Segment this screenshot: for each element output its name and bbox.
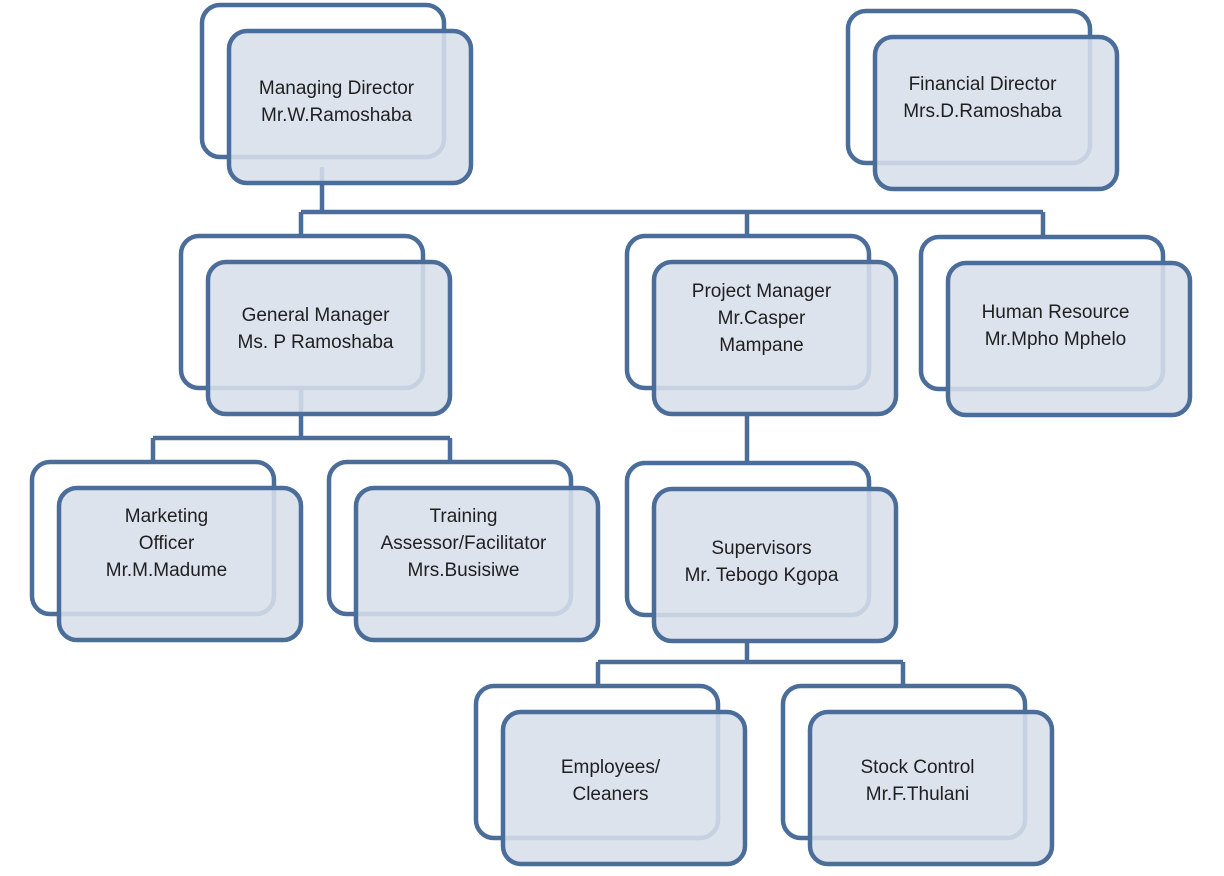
financial-director-card <box>872 34 1120 192</box>
stock-control-line-1: Stock Control <box>860 757 975 778</box>
training-assessor-line-1: Training <box>429 505 498 527</box>
human-resource-card <box>945 260 1193 418</box>
training-assessor-card <box>353 485 601 643</box>
project-manager-card <box>651 259 899 417</box>
financial-director-line-1: Financial Director <box>908 74 1057 95</box>
employees-label: Employees/Cleaners <box>476 692 745 870</box>
employees-line-1: Employees/ <box>560 757 661 778</box>
human-resource-line-2: Mr.Mpho Mphelo <box>984 329 1127 350</box>
supervisors-line-1: Supervisors <box>711 538 812 559</box>
marketing-officer-line-1: Marketing <box>124 505 209 527</box>
employees-card <box>500 709 748 867</box>
general-manager-line-2: Ms. P Ramoshaba <box>237 332 394 353</box>
financial-director-line-2: Mrs.D.Ramoshaba <box>903 101 1062 122</box>
managing-director-line-1: Managing Director <box>258 78 415 99</box>
project-manager-line-1: Project Manager <box>691 280 832 302</box>
stock-control-line-2: Mr.F.Thulani <box>865 784 970 805</box>
human-resource-line-1: Human Resource <box>981 302 1130 323</box>
managing-director-card <box>226 28 474 186</box>
training-assessor-line-2: Assessor/Facilitator <box>380 532 547 554</box>
supervisors-card <box>651 486 899 644</box>
connector-managing-director-to-row-2 <box>298 167 1046 237</box>
general-manager-card <box>205 259 453 417</box>
employees-line-2: Cleaners <box>572 784 649 805</box>
supervisors-line-2: Mr. Tebogo Kgopa <box>684 565 839 586</box>
project-manager-line-3: Mampane <box>719 334 804 356</box>
training-assessor-line-3: Mrs.Busisiwe <box>407 559 520 581</box>
marketing-officer-line-3: Mr.M.Madume <box>105 559 228 581</box>
connector-supervisors-to-row-4 <box>595 641 906 686</box>
project-manager-line-2: Mr.Casper <box>717 307 806 329</box>
general-manager-line-1: General Manager <box>241 305 390 326</box>
marketing-officer-card <box>56 485 304 643</box>
stock-control-card <box>807 709 1055 867</box>
marketing-officer-line-2: Officer <box>138 532 195 554</box>
managing-director-line-2: Mr.W.Ramoshaba <box>261 105 412 126</box>
